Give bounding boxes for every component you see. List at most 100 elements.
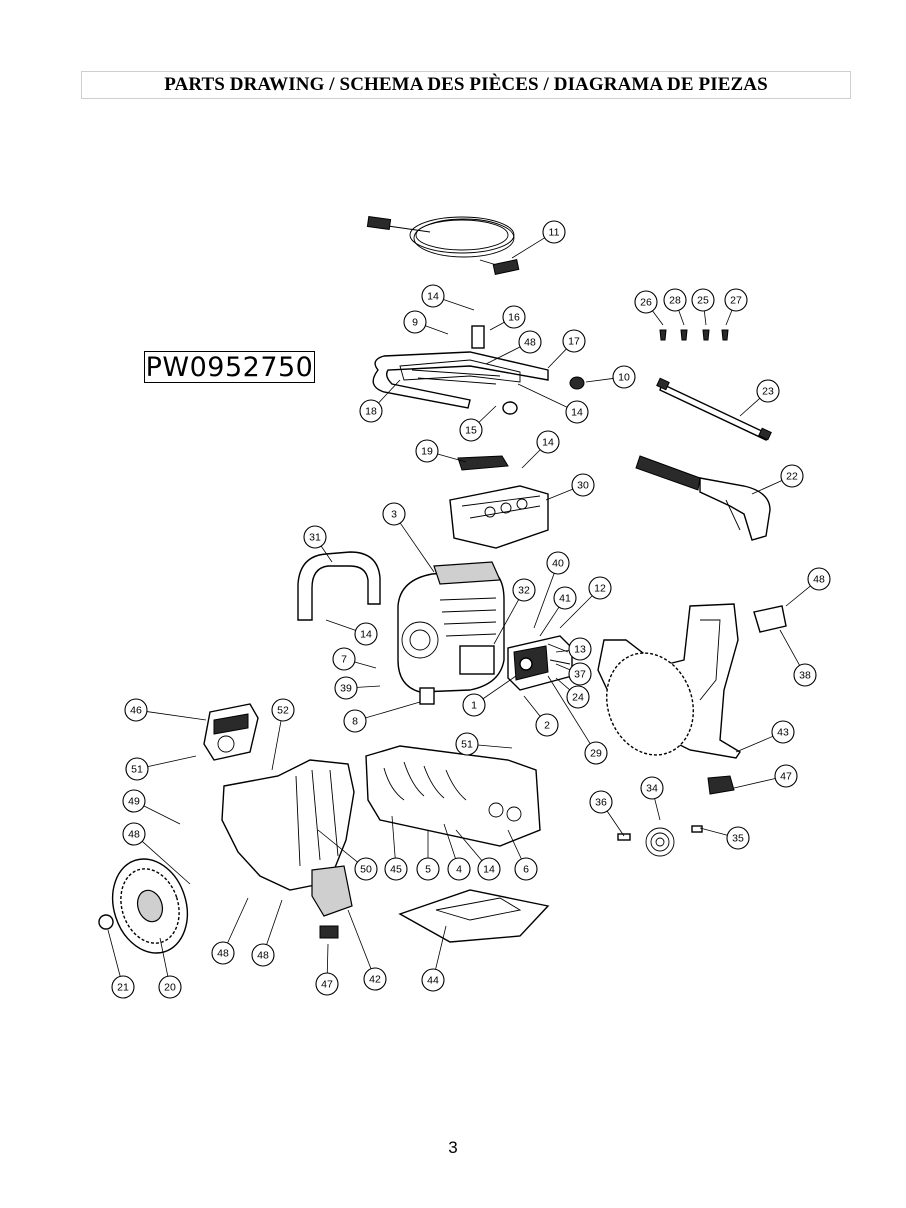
callout-circle: [518, 330, 542, 354]
callout-c25: 25: [691, 288, 715, 312]
pressure-hose-part: [366, 215, 520, 275]
left-wheel-part: [98, 858, 189, 954]
callout-c15: 15: [459, 418, 483, 442]
callout-number: 28: [669, 295, 681, 307]
callout-c37: 37: [568, 662, 592, 686]
callout-c47a: 47: [774, 764, 798, 788]
callout-c1: 1: [462, 693, 486, 717]
callout-circle: [477, 857, 501, 881]
leader-line-c14b: [517, 383, 568, 408]
callout-circle: [421, 284, 445, 308]
callout-c24: 24: [566, 685, 590, 709]
leader-line-c44: [435, 925, 447, 970]
callout-number: 9: [412, 317, 418, 329]
callout-leader-lines: [107, 237, 811, 977]
callout-circle: [691, 288, 715, 312]
callout-c14c: 14: [536, 430, 560, 454]
callout-number: 47: [321, 979, 333, 991]
callout-circle: [512, 578, 536, 602]
callout-circle: [756, 379, 780, 403]
callout-c23: 23: [756, 379, 780, 403]
leader-line-c43: [735, 735, 774, 753]
callout-number: 16: [508, 312, 520, 324]
callout-c7: 7: [332, 647, 356, 671]
callout-number: 47: [780, 771, 792, 783]
engine-part: [397, 561, 505, 705]
callout-circle: [354, 622, 378, 646]
callout-number: 19: [421, 446, 433, 458]
leader-line-c17: [547, 348, 567, 369]
leader-line-c1: [482, 675, 517, 700]
leader-line-c19: [437, 453, 467, 463]
callout-number: 24: [572, 692, 584, 704]
callout-circle: [384, 857, 408, 881]
callout-circle: [793, 663, 817, 687]
callout-circle: [332, 647, 356, 671]
callout-c29: 29: [584, 741, 608, 765]
callout-c51a: 51: [455, 732, 479, 756]
callout-c2: 2: [535, 713, 559, 737]
callout-circle: [724, 288, 748, 312]
callout-c12: 12: [588, 576, 612, 600]
callout-number: 44: [427, 975, 439, 987]
callout-number: 10: [618, 372, 630, 384]
callout-number: 27: [730, 295, 742, 307]
callout-number: 23: [762, 386, 774, 398]
leader-line-c13: [555, 649, 570, 653]
callout-c11: 11: [542, 220, 566, 244]
callout-circle: [415, 439, 439, 463]
callout-c20: 20: [158, 975, 182, 999]
callout-c13: 13: [568, 637, 592, 661]
pump-part: [507, 635, 573, 691]
leader-line-c24: [555, 677, 570, 691]
leader-line-c48a: [485, 346, 521, 365]
callout-circle: [612, 365, 636, 389]
left-frame-part: [203, 703, 355, 939]
callout-circle: [158, 975, 182, 999]
callout-number: 14: [542, 437, 554, 449]
callout-c41: 41: [553, 586, 577, 610]
leader-line-c21: [107, 929, 121, 977]
leader-line-c38: [779, 629, 801, 666]
callout-number: 14: [360, 629, 372, 641]
callout-c32: 32: [512, 578, 536, 602]
leader-line-c40: [533, 573, 555, 629]
callout-circle: [421, 968, 445, 992]
callout-number: 35: [732, 833, 744, 845]
leader-line-c31: [320, 545, 333, 563]
callout-number: 18: [365, 406, 377, 418]
callout-number: 3: [391, 509, 397, 521]
callout-c48c: 48: [122, 822, 146, 846]
callout-number: 22: [786, 471, 798, 483]
callout-c21: 21: [111, 975, 135, 999]
callout-circle: [343, 709, 367, 733]
callout-number: 17: [568, 336, 580, 348]
base-tray-part: [365, 745, 550, 943]
handle-frame-part: [372, 325, 585, 415]
leader-line-c49: [143, 805, 181, 825]
leader-line-c20: [159, 937, 169, 977]
callout-c8: 8: [343, 709, 367, 733]
detergent-tray-part: [449, 455, 549, 549]
leader-line-c2: [523, 695, 541, 717]
callout-number: 7: [341, 654, 347, 666]
callout-c10: 10: [612, 365, 636, 389]
roll-bar-part: [297, 551, 381, 621]
page-number: 3: [448, 1138, 458, 1157]
callout-circle: [584, 741, 608, 765]
callout-circle: [535, 713, 559, 737]
callout-number: 26: [640, 297, 652, 309]
callout-circle: [588, 576, 612, 600]
leader-line-c10: [585, 378, 614, 383]
callout-number: 51: [461, 739, 473, 751]
leader-line-c11: [511, 237, 545, 259]
callout-circle: [462, 693, 486, 717]
callout-number: 14: [571, 407, 583, 419]
leader-line-c7: [354, 661, 377, 669]
page-title-box: PARTS DRAWING / SCHEMA DES PIÈCES / DIAG…: [81, 71, 851, 99]
callout-circle: [780, 464, 804, 488]
leader-line-c48d: [227, 897, 249, 944]
spray-nozzles-part: [659, 329, 729, 341]
leader-line-c47a: [733, 778, 776, 789]
